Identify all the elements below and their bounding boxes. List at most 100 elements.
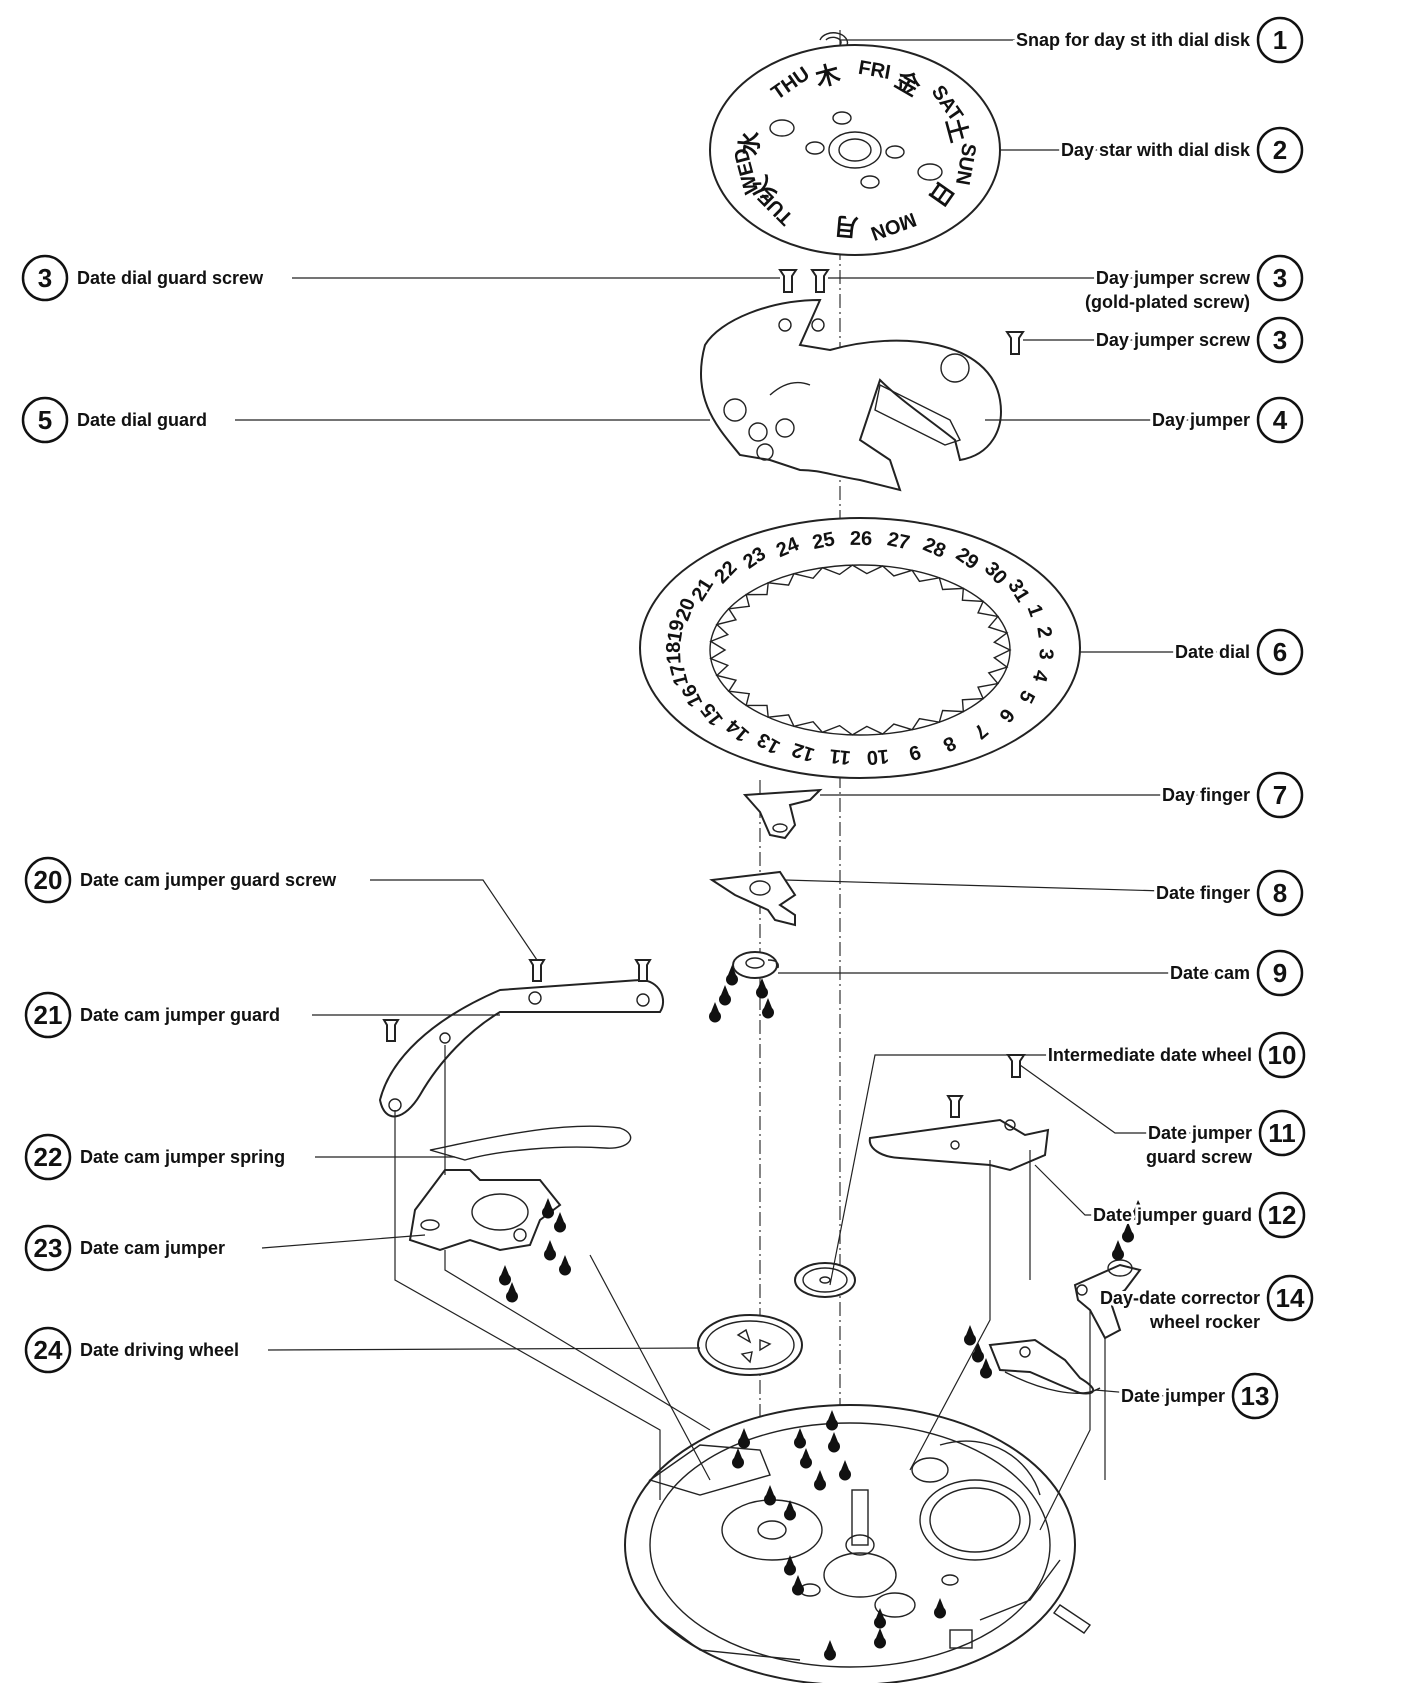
date-driving-wheel xyxy=(697,1314,803,1376)
callout-label: Date cam xyxy=(1170,963,1250,983)
callout-number: 24 xyxy=(34,1335,63,1365)
callout-circle xyxy=(1256,126,1304,174)
callout-number: 21 xyxy=(34,1000,63,1030)
oil-marks-14 xyxy=(1112,1200,1146,1261)
callout-label: Snap for day st ith dial disk xyxy=(1016,30,1251,50)
callout-number: 23 xyxy=(34,1233,63,1263)
callout-circle xyxy=(1258,1031,1306,1079)
callout-circle xyxy=(1256,316,1304,364)
callout-circle xyxy=(1258,1191,1306,1239)
callout-label: Date cam jumper xyxy=(80,1238,225,1258)
callout-number: 10 xyxy=(1268,1040,1297,1070)
date-cam-jumper-guard xyxy=(378,978,665,1118)
callout-number: 14 xyxy=(1276,1283,1305,1313)
callout-circle xyxy=(24,1133,72,1181)
callout-label: Date jumper xyxy=(1148,1123,1252,1143)
intermediate-date-wheel xyxy=(794,1262,856,1298)
callout-number: 2 xyxy=(1273,135,1287,165)
oil-marks-23 xyxy=(499,1198,572,1303)
callout-number: 13 xyxy=(1241,1381,1270,1411)
screw-group-jumper-guard xyxy=(946,1054,1026,1118)
callout-label-line2: wheel rocker xyxy=(1149,1312,1260,1332)
callout-number: 4 xyxy=(1273,405,1288,435)
callout-circle xyxy=(1256,254,1304,302)
date-dial-guard xyxy=(699,298,1002,492)
corrector-wheel-rocker xyxy=(1073,1259,1142,1340)
callout: 6 Date dial xyxy=(1172,628,1304,676)
callout-number: 8 xyxy=(1273,878,1287,908)
callout-number: 20 xyxy=(34,865,63,895)
callout-label: Date jumper xyxy=(1121,1386,1225,1406)
day-disk-glyph: FRI xyxy=(857,57,893,84)
date-dial-number: 25 xyxy=(811,528,837,554)
callout-circle xyxy=(21,396,69,444)
date-jumper-part xyxy=(988,1338,1101,1395)
day-disk-glyph: 月 xyxy=(833,211,860,240)
callout-label: Day finger xyxy=(1162,785,1250,805)
callout-circle xyxy=(1256,869,1304,917)
callout-label: Day jumper xyxy=(1152,410,1250,430)
leader-lines xyxy=(235,39,1250,1531)
callout-circle xyxy=(1256,949,1304,997)
callout-circle xyxy=(24,991,72,1039)
callout-circle xyxy=(1256,16,1304,64)
callout: 24 Date driving wheel xyxy=(24,1326,242,1374)
callout-number: 5 xyxy=(38,405,52,435)
oil-marks-13 xyxy=(964,1325,993,1379)
oil-marks-9 xyxy=(709,965,775,1023)
callout-circle xyxy=(1258,1109,1306,1157)
movement-base xyxy=(624,1404,1092,1683)
callout-number: 3 xyxy=(1273,325,1287,355)
callout-circle xyxy=(1266,1274,1314,1322)
callout-label-line2: (gold-plated screw) xyxy=(1085,292,1250,312)
callout: 12 Date jumper guard xyxy=(1090,1191,1306,1239)
date-dial-number: 27 xyxy=(885,528,911,554)
callout-label: Date cam jumper guard xyxy=(80,1005,280,1025)
callout-circle xyxy=(1256,396,1304,444)
callout-circle xyxy=(1256,628,1304,676)
date-finger-part xyxy=(709,870,797,927)
callout-circle xyxy=(1231,1372,1279,1420)
callout-label: Day-date corrector xyxy=(1100,1288,1260,1308)
date-cam-jumper-spring xyxy=(429,1125,632,1161)
callout-number: 9 xyxy=(1273,958,1287,988)
callout-number: 3 xyxy=(38,263,52,293)
callout-number: 11 xyxy=(1268,1118,1296,1148)
callout-label: Date driving wheel xyxy=(80,1340,239,1360)
date-dial-number: 3 xyxy=(1034,648,1057,660)
callout: 4 Day jumper xyxy=(1149,396,1304,444)
callout-label: Intermediate date wheel xyxy=(1048,1045,1252,1065)
callout: 13 Date jumper xyxy=(1118,1372,1279,1420)
callout: 23 Date cam jumper xyxy=(24,1224,228,1272)
callout-label: Day jumper screw xyxy=(1096,330,1251,350)
callout-circle xyxy=(24,1326,72,1374)
callout-number: 6 xyxy=(1273,637,1287,667)
callout-label: Day jumper screw xyxy=(1096,268,1251,288)
callout-label: Date jumper guard xyxy=(1093,1205,1252,1225)
callout-label: Date dial guard xyxy=(77,410,207,430)
date-cam-jumper-part xyxy=(408,1169,562,1252)
date-dial-number: 10 xyxy=(866,744,890,768)
date-dial-number: 17 xyxy=(666,661,693,688)
day-disk-glyph: 水 xyxy=(736,129,765,156)
callout-label: Date cam jumper spring xyxy=(80,1147,285,1167)
date-dial-number: 11 xyxy=(828,744,851,768)
callout-number: 12 xyxy=(1268,1200,1297,1230)
date-cam-part xyxy=(732,951,779,979)
callout-label: Date dial xyxy=(1175,642,1250,662)
callout: 14 Day-date corrector wheel rocker xyxy=(1097,1274,1314,1332)
